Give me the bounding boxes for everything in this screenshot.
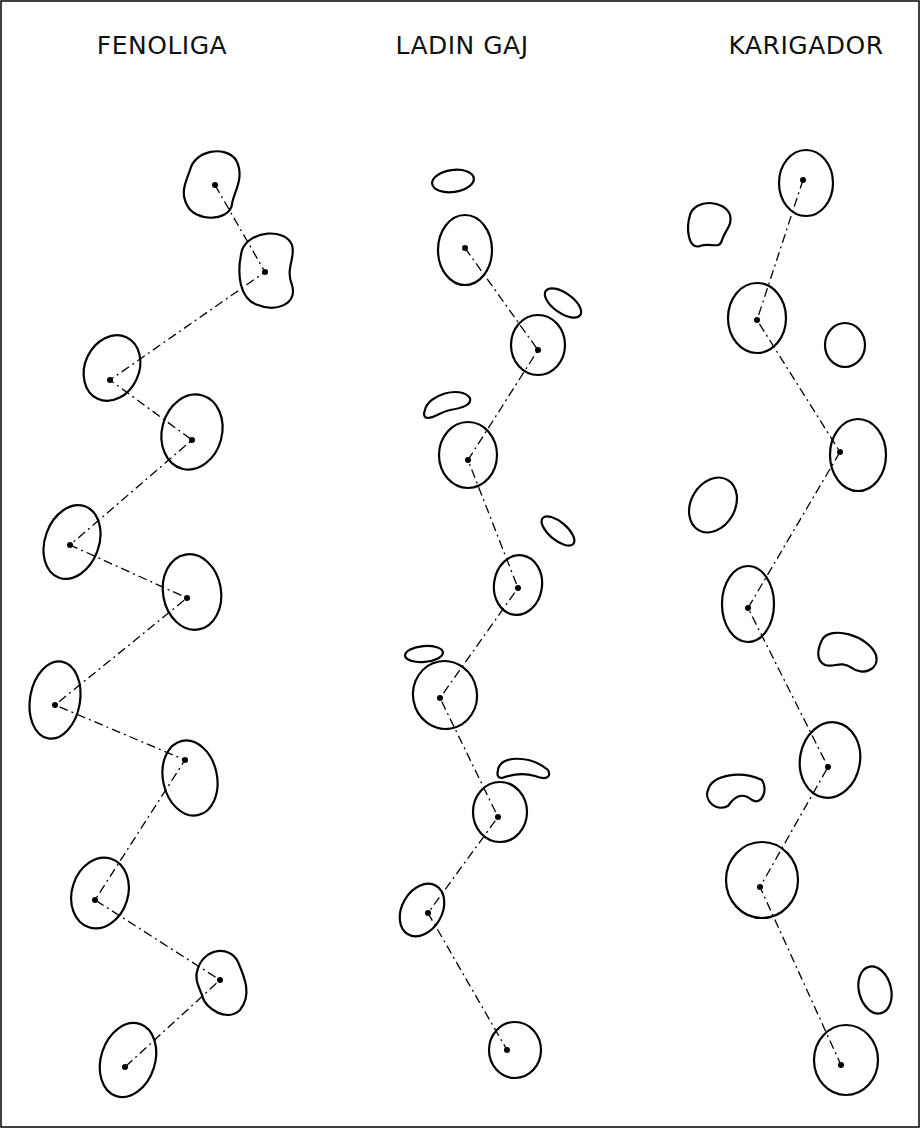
print-outlines (24, 150, 897, 1104)
column-heading: FENOLIGA (97, 31, 227, 60)
column-heading: KARIGADOR (728, 31, 883, 60)
center-dots (52, 177, 844, 1070)
center-lines (55, 180, 841, 1067)
column-heading: LADIN GAJ (395, 31, 528, 60)
